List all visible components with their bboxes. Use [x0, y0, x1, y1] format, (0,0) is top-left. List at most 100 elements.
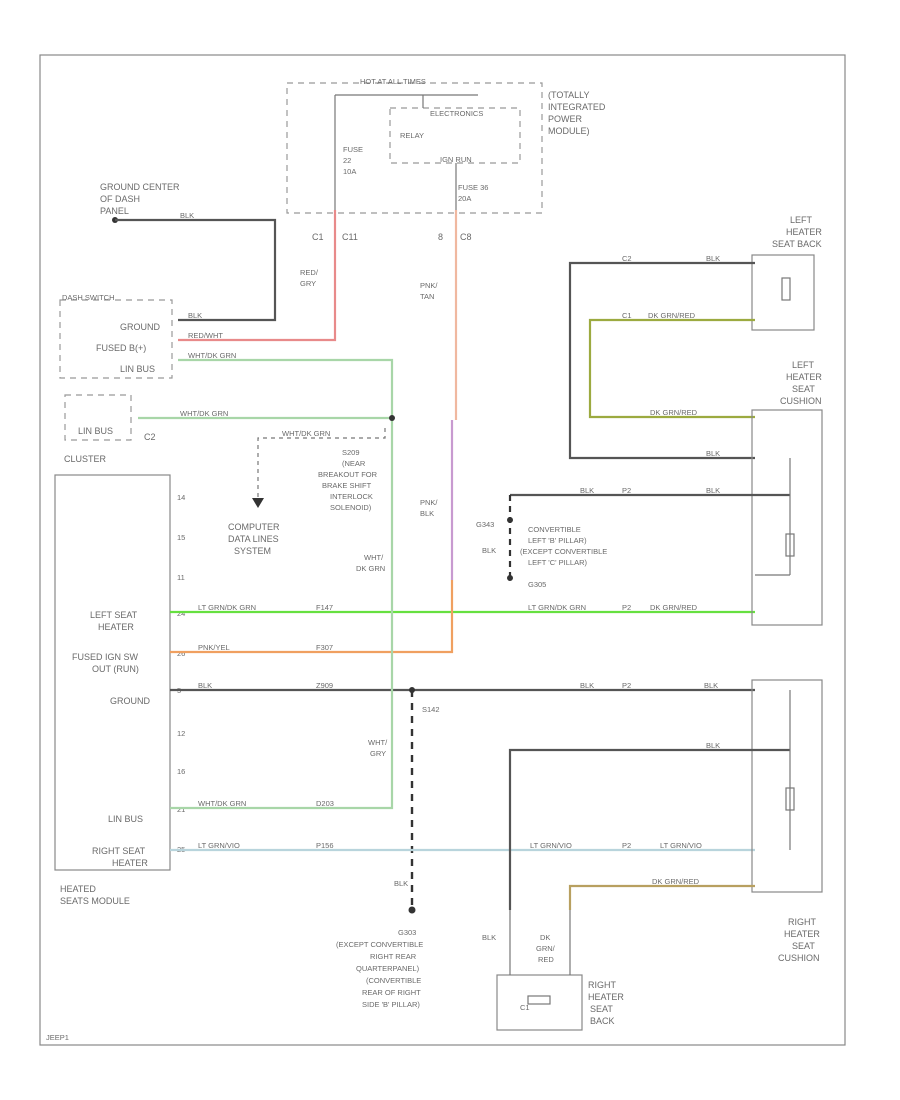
g303-3: QUARTERPANEL)	[356, 964, 420, 973]
wire-blk-ground	[115, 218, 277, 322]
hsm-pin-lin: 21	[177, 805, 185, 814]
blk-bottom-label: BLK	[394, 879, 408, 888]
diagram-border	[39, 54, 846, 1046]
dash-switch-title: DASH SWITCH	[62, 293, 115, 302]
hsm-fused-1: OUT (RUN)	[92, 664, 139, 674]
g303-0: G303	[398, 928, 416, 937]
fuse-right-1: 20A	[458, 194, 471, 203]
wire-red-wht-label: RED/WHT	[188, 331, 223, 340]
left-back-2: SEAT BACK	[772, 239, 822, 249]
right-p2: P2	[622, 841, 631, 850]
left-back-c1: C1	[622, 311, 632, 320]
wire-to-computer	[257, 428, 386, 498]
wire-blk-label-2: BLK	[580, 681, 594, 690]
hsm-right-0: RIGHT SEAT	[92, 846, 146, 856]
computer-0: COMPUTER	[228, 522, 280, 532]
fuse-right-0: FUSE 36	[458, 183, 488, 192]
pin-8-label: 8	[438, 232, 443, 242]
conv-3: LEFT 'C' PILLAR)	[528, 558, 587, 567]
splice-label-1: (NEAR	[342, 459, 366, 468]
wire-wht-dkgrn-1-label: WHT/DK GRN	[188, 351, 236, 360]
wire-whtdkgrn-label: WHT/DK GRN	[198, 799, 246, 808]
pnk-blk-1: BLK	[420, 509, 434, 518]
pnk-blk-0: PNK/	[420, 498, 438, 507]
g343-label: G343	[476, 520, 494, 529]
left-cushion-box	[751, 409, 823, 626]
cushion-dkgrn2: DK GRN/RED	[650, 603, 698, 612]
g343-point-bottom	[507, 575, 513, 581]
left-back-c2: C2	[622, 254, 632, 263]
cushion-blk: BLK	[706, 449, 720, 458]
right-ltgrnvio2: LT GRN/VIO	[660, 841, 702, 850]
left-back-element	[781, 277, 791, 301]
splice-s209	[389, 415, 395, 421]
wire-p2-label-1: P2	[622, 603, 631, 612]
right-back-0: RIGHT	[588, 980, 617, 990]
right-cushion-2: SEAT	[792, 941, 815, 951]
left-cushion-0: LEFT	[792, 360, 815, 370]
ground-dash-0: GROUND CENTER	[100, 182, 180, 192]
wht-grn-v-0: WHT/	[368, 738, 388, 747]
wire-right-dkgrn	[568, 884, 755, 910]
left-cushion-2: SEAT	[792, 384, 815, 394]
wire-pnkyel-label: PNK/YEL	[198, 643, 230, 652]
left-back-0: LEFT	[790, 215, 813, 225]
tipm-bus	[334, 94, 478, 210]
splice-wire-label: WHT/DK GRN	[282, 429, 330, 438]
g303-4: (CONVERTIBLE	[366, 976, 421, 985]
cushion-blk2: BLK	[580, 486, 594, 495]
tipm-name-2: POWER	[548, 114, 583, 124]
tipm-ign-label: IGN RUN	[440, 155, 472, 164]
cushion-dkgrn: DK GRN/RED	[650, 408, 698, 417]
wire-red-grn-1: GRY	[300, 279, 316, 288]
wire-ltgrn-label-2: LT GRN/DK GRN	[528, 603, 586, 612]
tipm-name-3: MODULE)	[548, 126, 590, 136]
g303-6: SIDE 'B' PILLAR)	[362, 1000, 420, 1009]
conv-0: CONVERTIBLE	[528, 525, 581, 534]
right-dkgrn-v-1: GRN/	[536, 944, 556, 953]
wht-dkgrn-v-1: DK GRN	[356, 564, 385, 573]
ground-dash-1: OF DASH	[100, 194, 140, 204]
wht-grn-v-1: GRY	[370, 749, 386, 758]
electronics-box	[389, 107, 521, 164]
heated-seats-module-box	[54, 474, 171, 871]
wire-wht-dkgrn-2-label: WHT/DK GRN	[180, 409, 228, 418]
computer-arrow	[252, 498, 264, 508]
left-cushion-element	[785, 533, 795, 557]
ground-g303-point	[408, 906, 416, 914]
dash-switch-lin: LIN BUS	[120, 364, 155, 374]
wire-wht-dkgrn-lin	[170, 580, 394, 810]
right-back-1: HEATER	[588, 992, 624, 1002]
right-cushion-element	[785, 787, 795, 811]
cushion-blk3: BLK	[706, 486, 720, 495]
g303-1: (EXCEPT CONVERTIBLE	[336, 940, 423, 949]
left-back-dkgrn: DK GRN/RED	[648, 311, 696, 320]
splice-label-0: S209	[342, 448, 360, 457]
wire-blk-ground-label2: BLK	[188, 311, 202, 320]
pnk-tan-0: PNK/	[420, 281, 438, 290]
g303-5: REAR OF RIGHT	[362, 988, 421, 997]
left-back-1: HEATER	[786, 227, 822, 237]
right-blk-v: BLK	[482, 933, 496, 942]
computer-1: DATA LINES	[228, 534, 279, 544]
computer-2: SYSTEM	[234, 546, 271, 556]
right-back-3: BACK	[590, 1016, 615, 1026]
hsm-fused-0: FUSED IGN SW	[72, 652, 139, 662]
g303-2: RIGHT REAR	[370, 952, 417, 961]
hsm-p15: 15	[177, 533, 185, 542]
footer-code: JEEP1	[46, 1033, 69, 1042]
right-ltgrnvio: LT GRN/VIO	[530, 841, 572, 850]
right-back-2: SEAT	[590, 1004, 613, 1014]
hsm-right-1: HEATER	[112, 858, 148, 868]
right-cushion-0: RIGHT	[788, 917, 817, 927]
right-cushion-3: CUSHION	[778, 953, 820, 963]
right-dkgrn-v-2: RED	[538, 955, 554, 964]
splice-label-3: BRAKE SHIFT	[322, 481, 372, 490]
g343-blk: BLK	[482, 546, 496, 555]
pin-c1-label: C1	[312, 232, 324, 242]
dash-switch-fused: FUSED B(+)	[96, 343, 146, 353]
left-cushion-3: CUSHION	[780, 396, 822, 406]
wire-pnk-yel	[170, 580, 454, 654]
lin-bus-box	[64, 394, 132, 441]
